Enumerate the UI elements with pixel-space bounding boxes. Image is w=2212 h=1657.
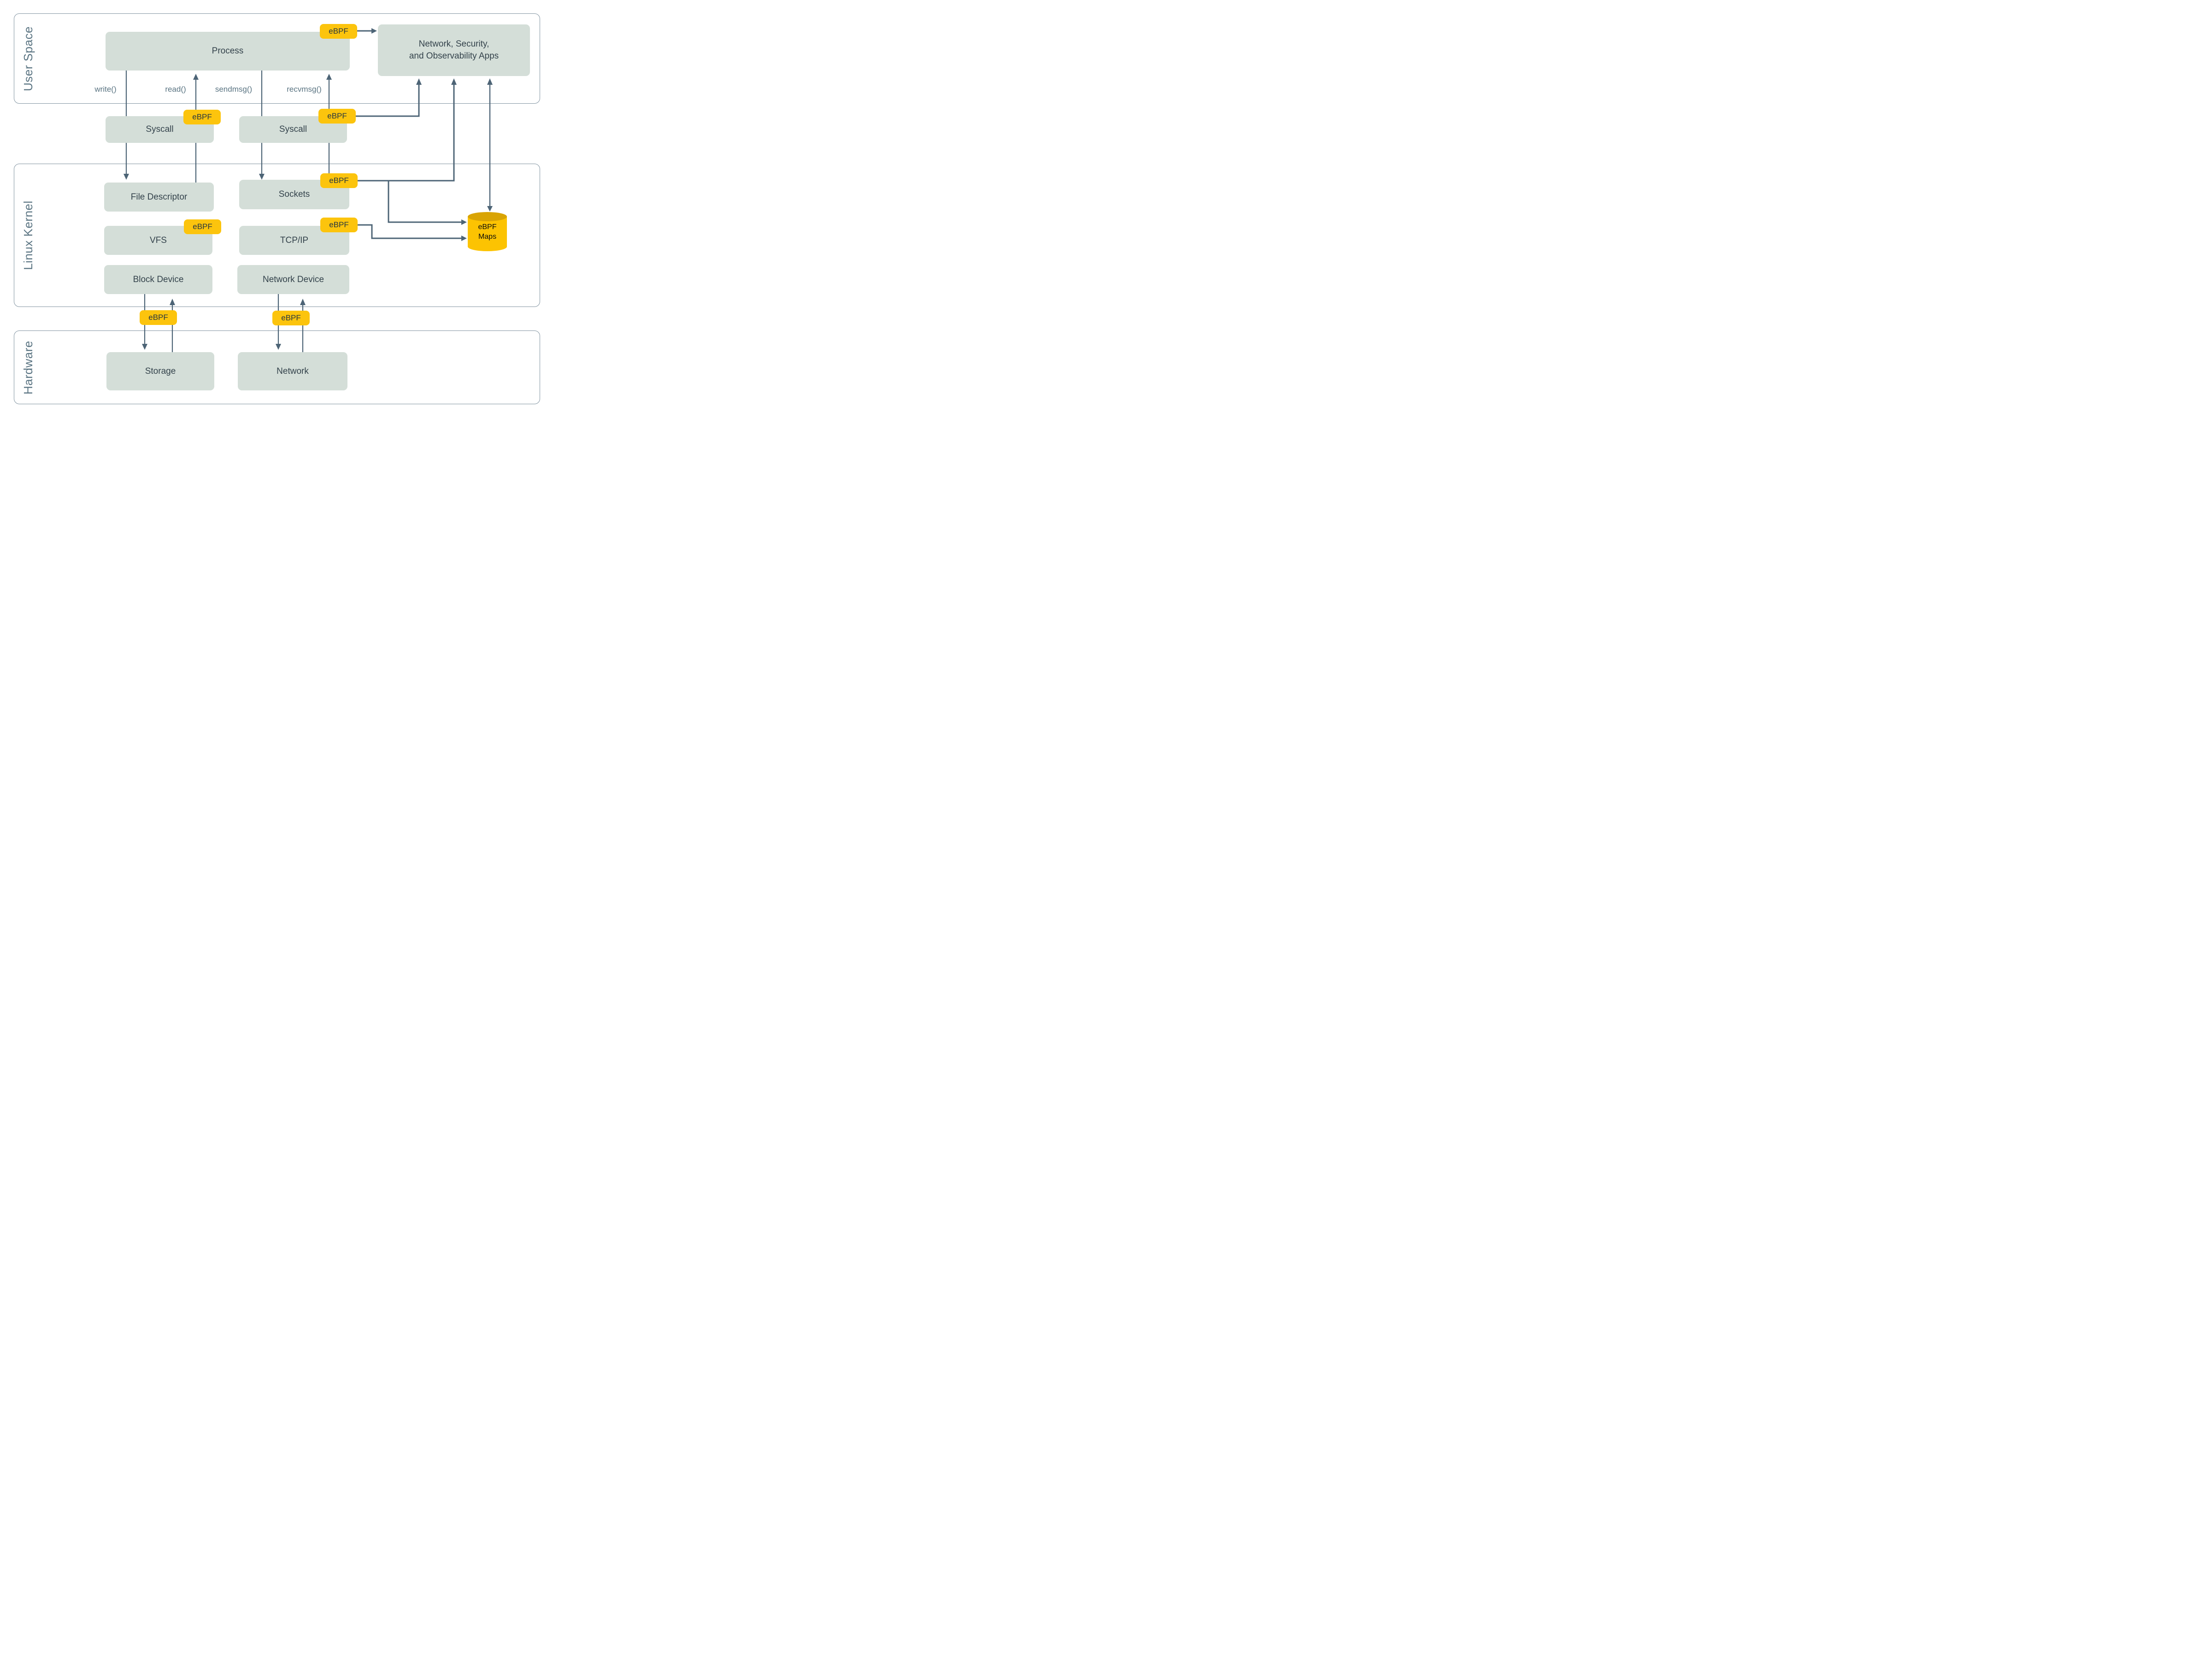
- node-network: Network: [238, 352, 347, 390]
- label-sendmsg-syscall: sendmsg(): [215, 85, 253, 94]
- user-space-section: [14, 13, 540, 104]
- ebpf-badge-storage-path: eBPF: [140, 310, 177, 325]
- ebpf-badge-syscall-left: eBPF: [183, 110, 221, 124]
- ebpf-badge-vfs: eBPF: [184, 219, 221, 234]
- ebpf-maps-label-line1: eBPF: [478, 223, 497, 231]
- node-sockets-label: Sockets: [278, 189, 310, 200]
- arrow-storage-to-block-device: [170, 299, 175, 352]
- node-apps-label-line1: Network, Security,: [418, 39, 489, 49]
- ebpf-badge-sockets-label: eBPF: [329, 176, 349, 185]
- ebpf-badge-syscall-right: eBPF: [318, 109, 356, 124]
- ebpf-badge-process-label: eBPF: [329, 27, 348, 35]
- connector-layer: [124, 28, 507, 352]
- ebpf-badge-sockets: eBPF: [320, 173, 358, 188]
- linux-kernel-section: [14, 164, 540, 307]
- node-syscall-left-label: Syscall: [146, 124, 174, 135]
- ebpf-maps-cylinder: [468, 212, 507, 251]
- hardware-section: [14, 330, 540, 404]
- node-tcp-ip-label: TCP/IP: [280, 235, 309, 245]
- node-block-device: Block Device: [104, 265, 212, 294]
- node-network-device: Network Device: [237, 265, 349, 294]
- node-network-device-label: Network Device: [262, 274, 324, 284]
- ebpf-badge-process: eBPF: [320, 24, 357, 39]
- node-vfs-label: VFS: [150, 235, 167, 245]
- label-read-syscall: read(): [165, 85, 186, 94]
- arrow-tcpip-ebpf-to-maps: [358, 224, 467, 241]
- arrow-sockets-ebpf-to-maps: [388, 181, 467, 225]
- node-block-device-label: Block Device: [133, 274, 184, 284]
- node-process-label: Process: [212, 46, 244, 56]
- ebpf-maps-cylinder-label: eBPF Maps: [468, 218, 507, 247]
- node-syscall-left: Syscall: [106, 116, 214, 143]
- ebpf-maps-label-line2: Maps: [478, 233, 497, 241]
- node-file-descriptor-label: File Descriptor: [130, 192, 188, 202]
- arrow-process-ebpf-to-apps: [357, 28, 377, 34]
- ebpf-badge-network-path: eBPF: [272, 311, 310, 325]
- arrow-syscall-ebpf-to-apps: [356, 78, 422, 117]
- node-storage-label: Storage: [145, 366, 176, 376]
- ebpf-architecture-diagram: User Space Linux Kernel Hardware: [0, 0, 553, 414]
- node-storage: Storage: [106, 352, 214, 390]
- ebpf-badge-syscall-right-label: eBPF: [327, 112, 347, 120]
- ebpf-badge-storage-path-label: eBPF: [148, 313, 168, 322]
- label-write-syscall: write(): [94, 85, 117, 94]
- node-file-descriptor: File Descriptor: [104, 183, 214, 212]
- node-apps-label-line2: and Observability Apps: [409, 51, 499, 61]
- ebpf-badge-tcpip-label: eBPF: [329, 220, 349, 229]
- node-process: Process: [106, 32, 350, 71]
- arrow-network-to-network-device: [300, 299, 306, 352]
- node-network-label: Network: [276, 366, 309, 376]
- label-recvmsg-syscall: recvmsg(): [287, 85, 322, 94]
- node-observability-apps: Network, Security, and Observability App…: [378, 24, 530, 76]
- ebpf-badge-vfs-label: eBPF: [193, 222, 212, 231]
- ebpf-badge-tcpip: eBPF: [320, 218, 358, 232]
- arrow-sockets-ebpf-to-apps: [358, 78, 457, 182]
- node-syscall-right-label: Syscall: [279, 124, 307, 135]
- ebpf-badge-network-path-label: eBPF: [281, 313, 301, 322]
- arrow-apps-to-maps-bidirectional: [487, 78, 493, 212]
- ebpf-badge-syscall-left-label: eBPF: [192, 112, 212, 121]
